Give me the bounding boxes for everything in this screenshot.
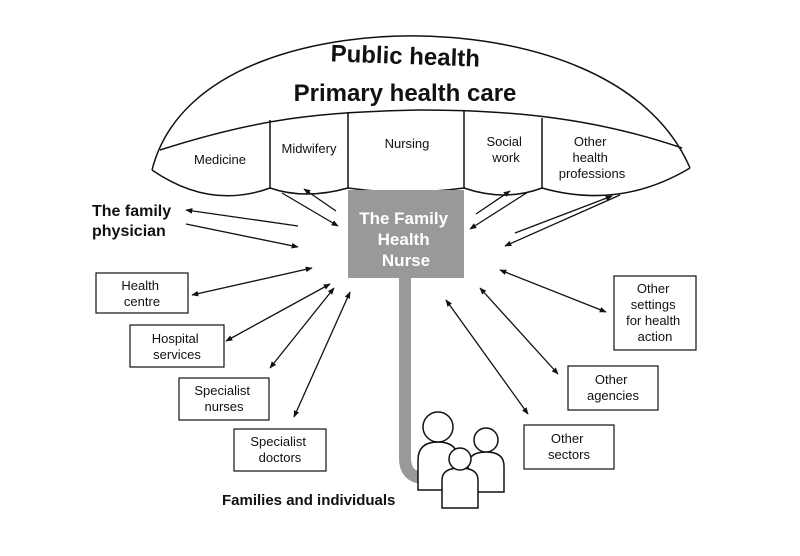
other-agencies-box [567,365,659,411]
arrow-other-settings [499,269,607,313]
hospital-services-label: Hospital services [152,331,203,362]
nurse-title-line2: Health [378,230,430,249]
arrow-social-work-out [475,190,511,215]
arrow-physician-out [185,208,299,227]
right-box-labels: Other settings for health action Other a… [548,281,684,462]
segment-nursing: Nursing [385,136,430,151]
segment-medicine: Medicine [194,152,246,167]
umbrella-lower-curve [159,109,683,151]
arrows [185,188,621,418]
family-physician-label: The family physician [92,203,176,240]
other-agencies-label: Other agencies [587,372,640,403]
family-people-icon [417,411,505,509]
other-settings-label: Other settings for health action [626,281,684,344]
specialist-nurses-box [178,377,270,421]
left-box-labels: Health centre Hospital services Speciali… [121,278,309,465]
arrow-other-professions-in [504,194,621,247]
nurse-title-line1: The Family [359,209,448,228]
other-sectors-box [523,424,615,470]
person-left-head [422,411,454,443]
person-child-body [441,467,479,509]
specialist-doctors-label: Specialist doctors [250,434,309,465]
arrow-other-agencies [479,287,559,375]
arrow-specialist-doctors [293,291,351,418]
other-settings-box [613,275,697,351]
arrow-social-work-in [469,191,529,230]
segment-midwifery: Midwifery [282,141,337,156]
person-child-head [448,447,472,471]
segment-social-work-line1: Social [486,134,522,149]
specialist-nurses-label: Specialist nurses [194,383,253,414]
arrow-other-professions-out [514,195,613,234]
right-boxes [523,275,697,470]
arrow-midwifery-out [303,188,337,212]
families-individuals-label: Families and individuals [222,492,395,509]
primary-health-care-title: Primary health care [294,80,517,107]
left-boxes [95,272,327,472]
segment-other-health-professions: Other health professions [559,134,626,181]
specialist-doctors-box [233,428,327,472]
family-health-nurse-title: The Family Health Nurse [359,209,453,270]
arrow-midwifery-in [281,192,339,227]
other-sectors-label: Other sectors [548,431,590,462]
umbrella-top-curve [151,35,691,171]
arrow-physician-in [185,223,299,249]
public-health-title: Public health [330,40,480,72]
nurse-title-line3: Nurse [382,251,430,270]
segment-other-line2: health [572,150,607,165]
arrow-health-centre [191,266,313,297]
health-centre-box [95,272,189,314]
family-health-nurse-box [348,190,464,278]
segment-other-line3: professions [559,166,626,181]
segment-other-line1: Other [574,134,607,149]
segment-social-work-line2: work [491,150,520,165]
segment-social-work: Social work [486,134,525,165]
hospital-services-box [129,324,225,368]
arrow-other-sectors [445,299,529,415]
health-centre-label: Health centre [121,278,162,309]
umbrella-segments: Medicine Midwifery Nursing Social work O… [194,134,626,181]
person-right-head [473,427,499,453]
